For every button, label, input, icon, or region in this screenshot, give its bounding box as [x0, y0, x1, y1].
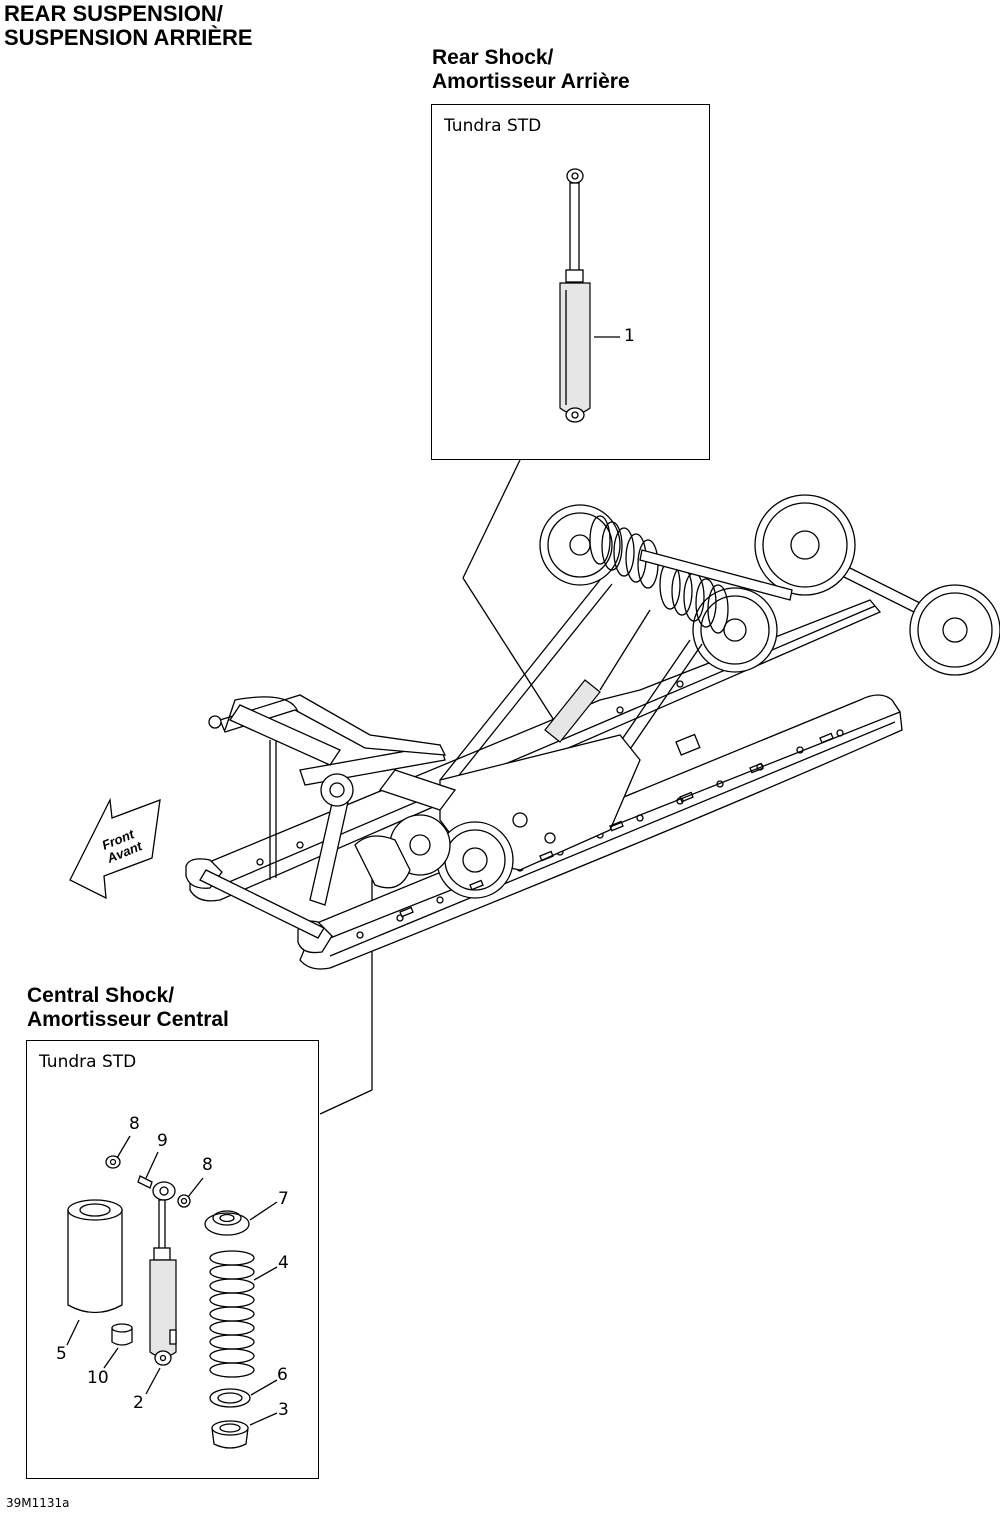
central-shock-title: Central Shock/ Amortisseur Central — [27, 984, 229, 1032]
part-10-bushing — [103, 1323, 133, 1369]
rear-box-leader — [462, 459, 521, 579]
central-shock-title-fr: Amortisseur Central — [27, 1008, 229, 1031]
front-direction-arrow-icon — [69, 797, 161, 900]
callout-6: 6 — [277, 1365, 288, 1385]
callout-9: 9 — [157, 1131, 168, 1151]
rear-box-leader-2 — [462, 577, 558, 726]
callout-2: 2 — [133, 1393, 144, 1413]
central-shock-title-en: Central Shock/ — [27, 984, 175, 1007]
rear-shock-title-fr: Amortisseur Arrière — [432, 70, 630, 93]
callout-4: 4 — [278, 1253, 289, 1273]
page-title-en: REAR SUSPENSION/ — [4, 1, 223, 26]
callout-1: 1 — [624, 326, 635, 346]
part-4-spring — [209, 1250, 278, 1378]
callout-10: 10 — [87, 1368, 109, 1388]
figure-id: 39M1131a — [6, 1496, 70, 1510]
rear-shock-model-label: Tundra STD — [444, 116, 542, 136]
part-9-sleeve — [137, 1151, 159, 1189]
callout-8-a: 8 — [129, 1114, 140, 1134]
page-title: REAR SUSPENSION/ SUSPENSION ARRIÈRE — [4, 2, 253, 50]
page-title-fr: SUSPENSION ARRIÈRE — [4, 25, 253, 50]
rear-shock-part — [559, 168, 620, 423]
part-7-spring-seat — [204, 1201, 278, 1236]
rear-shock-title-en: Rear Shock/ — [432, 46, 554, 69]
part-3-adjuster — [211, 1412, 278, 1449]
callout-3: 3 — [278, 1400, 289, 1420]
callout-8-b: 8 — [202, 1155, 213, 1175]
suspension-assembly — [185, 494, 1000, 970]
part-2-shock — [145, 1199, 177, 1395]
central-shock-model-label: Tundra STD — [39, 1052, 137, 1072]
central-shock-parts — [66, 1135, 278, 1449]
part-8-bushing-b — [177, 1177, 204, 1208]
part-8-bushing-a — [105, 1135, 131, 1169]
callout-7: 7 — [278, 1189, 289, 1209]
part-6-washer — [209, 1379, 278, 1408]
callout-5: 5 — [56, 1344, 67, 1364]
rear-shock-title: Rear Shock/ Amortisseur Arrière — [432, 46, 630, 94]
part-5-boot — [66, 1199, 123, 1346]
